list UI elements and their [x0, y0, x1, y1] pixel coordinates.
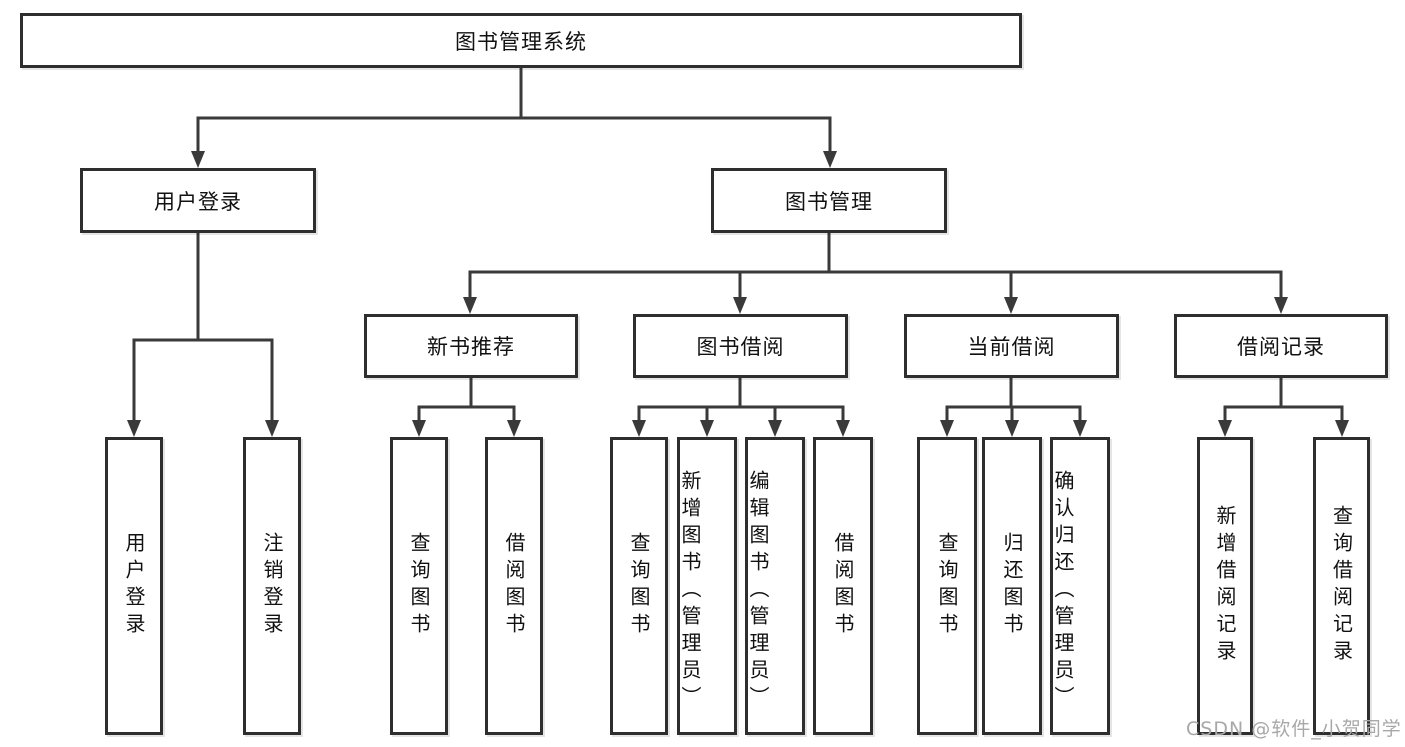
leaf-recommend-query-books: 查询图书: [390, 437, 448, 735]
node-book-management: 图书管理: [711, 168, 947, 233]
node-borrow-records-label: 借阅记录: [1237, 335, 1325, 359]
node-user-login-label: 用户登录: [154, 189, 242, 214]
leaf-edit-book-admin: 编辑图书（管理员）: [745, 437, 805, 735]
leaf-recommend-borrow-books: 借阅图书: [485, 437, 543, 735]
node-new-book-recommend-label: 新书推荐: [427, 335, 515, 359]
node-user-login: 用户登录: [80, 168, 316, 233]
leaf-borrow-query-books: 查询图书: [610, 437, 668, 735]
leaf-query-borrow-record-label: 查询借阅记录: [1329, 505, 1354, 667]
leaf-confirm-return-admin: 确认归还（管理员）: [1050, 437, 1110, 735]
node-book-borrow-label: 图书借阅: [696, 335, 785, 359]
leaf-user-login-label: 用户登录: [122, 532, 146, 640]
leaf-return-books-label: 归还图书: [1000, 532, 1024, 640]
node-library-system: 图书管理系统: [20, 13, 1022, 68]
leaf-current-query-books-label: 查询图书: [935, 532, 959, 640]
leaf-confirm-return-admin-label: 确认归还（管理员）: [1051, 469, 1075, 713]
leaf-edit-book-admin-label: 编辑图书（管理员）: [746, 469, 770, 713]
leaf-add-book-admin: 新增图书（管理员）: [677, 437, 737, 735]
leaf-query-borrow-record: 查询借阅记录: [1313, 437, 1370, 735]
node-current-borrow-label: 当前借阅: [967, 335, 1056, 359]
node-current-borrow: 当前借阅: [904, 314, 1119, 378]
leaf-return-books: 归还图书: [982, 437, 1042, 735]
leaf-add-borrow-record: 新增借阅记录: [1197, 437, 1253, 735]
leaf-add-borrow-record-label: 新增借阅记录: [1213, 505, 1237, 667]
leaf-add-book-admin-label: 新增图书（管理员）: [678, 469, 702, 713]
leaf-borrow-books-label: 借阅图书: [831, 532, 855, 640]
csdn-watermark: CSDN @软件_小贺同学: [1186, 718, 1402, 740]
leaf-current-query-books: 查询图书: [917, 437, 977, 735]
leaf-logout-label: 注销登录: [260, 532, 284, 640]
node-new-book-recommend: 新书推荐: [364, 314, 578, 378]
leaf-recommend-borrow-books-label: 借阅图书: [502, 532, 526, 640]
leaf-borrow-books: 借阅图书: [813, 437, 873, 735]
leaf-user-login: 用户登录: [105, 437, 163, 735]
node-borrow-records: 借阅记录: [1174, 314, 1388, 378]
node-book-borrow: 图书借阅: [633, 314, 848, 378]
node-library-system-label: 图书管理系统: [455, 29, 587, 54]
leaf-borrow-query-books-label: 查询图书: [627, 532, 651, 640]
leaf-recommend-query-books-label: 查询图书: [407, 532, 431, 640]
node-book-management-label: 图书管理: [785, 189, 873, 214]
leaf-logout: 注销登录: [243, 437, 301, 735]
